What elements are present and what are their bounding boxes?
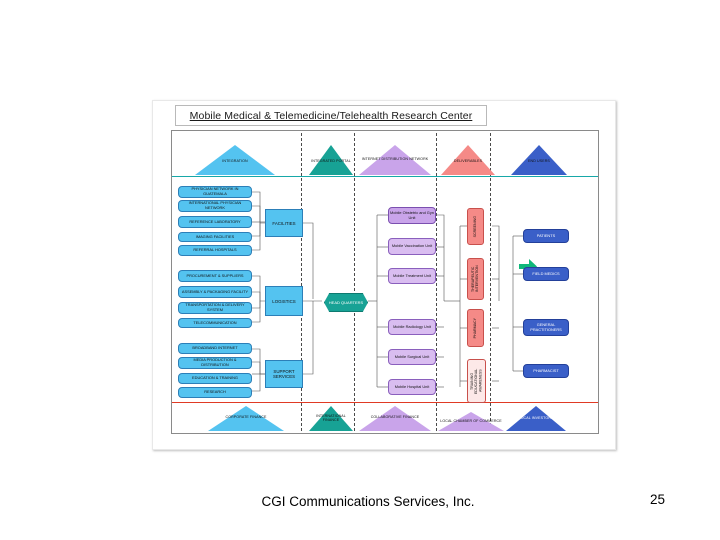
integration-item[interactable]: RESEARCH <box>178 387 252 398</box>
box-label: Mobile Treatment Unit <box>392 272 432 278</box>
box-label: SCREENING <box>473 215 478 238</box>
header-triangle-internet-distribution-network: INTERNET DISTRIBUTION NETWORK <box>359 145 431 175</box>
header-label: INTERNET DISTRIBUTION NETWORK <box>361 157 429 161</box>
footer-label: COLLABORATIVE FINANCE <box>370 415 420 419</box>
integration-item[interactable]: IMAGING FACILITIES <box>178 232 252 242</box>
box-label: FACILITIES <box>272 220 296 226</box>
footer-triangle-collaborative-finance: COLLABORATIVE FINANCE <box>359 406 431 431</box>
lane-divider-1 <box>301 133 302 431</box>
integration-item[interactable]: PHYSICIAN NETWORK IN GUATEMALA <box>178 186 252 198</box>
box-label: Mobile Hospital Unit <box>394 383 430 389</box>
box-label: TELECOMMUNICATION <box>193 319 237 325</box>
box-label: Mobile Vaccination Unit <box>391 243 433 249</box>
mobile-unit[interactable]: Mobile Surgical Unit <box>388 349 436 365</box>
integration-item[interactable]: MEDIA PRODUCTION & DISTRIBUTION <box>178 357 252 369</box>
box-label: MEDIA PRODUCTION & DISTRIBUTION <box>193 357 237 367</box>
box-label: REFERENCE LABORATORY <box>189 218 241 224</box>
box-label: PHARMACY <box>473 317 478 339</box>
box-label: HEAD QUARTERS <box>328 300 364 305</box>
end-user-item[interactable]: PHARMACIST <box>523 364 569 378</box>
footer-triangle-local-chamber-of-commerce: LOCAL CHAMBER OF COMMERCE <box>438 412 504 431</box>
hub-node-support-services[interactable]: SUPPORT SERVICES <box>265 360 303 388</box>
integration-item[interactable]: PROCUREMENT & SUPPLIERS <box>178 270 252 282</box>
box-label: ASSEMBLY & PACKAGING FACILITY <box>181 288 249 294</box>
top-rule <box>172 176 598 177</box>
headquarters-node[interactable]: HEAD QUARTERS <box>324 293 368 312</box>
footer-label: CORPORATE FINANCE <box>225 415 267 419</box>
slide-page-number: 25 <box>650 492 666 507</box>
box-label: Mobile Obstetric and Gyn Unit <box>390 209 434 220</box>
deliverable-item[interactable]: TRAINING EDUCATIONAL AWARENESS <box>467 359 486 403</box>
end-user-item[interactable]: GENERAL PRACTITIONERS <box>523 319 569 336</box>
integration-item[interactable]: TELECOMMUNICATION <box>178 318 252 328</box>
mobile-unit[interactable]: Mobile Obstetric and Gyn Unit <box>388 207 436 224</box>
box-label: PROCUREMENT & SUPPLIERS <box>186 272 244 278</box>
deliverable-item[interactable]: PHARMACY <box>467 309 484 347</box>
footer-triangle-international-finance: INTERNATIONAL FINANCE <box>309 406 353 431</box>
header-triangle-deliverables: DELIVERABLES <box>441 145 495 175</box>
integration-item[interactable]: REFERENCE LABORATORY <box>178 216 252 228</box>
header-triangle-integrated-portal: INTEGRATED PORTAL <box>309 145 353 175</box>
box-label: LOGISTICS <box>272 298 296 304</box>
box-label: INTERNATIONAL PHYSICIAN NETWORK <box>188 200 242 210</box>
lane-divider-3 <box>436 133 437 431</box>
footer-label: LOCAL CHAMBER OF COMMERCE <box>440 419 502 423</box>
hub-node-logistics[interactable]: LOGISTICS <box>265 286 303 316</box>
integration-item[interactable]: BROADBAND INTERNET <box>178 343 252 354</box>
integration-item[interactable]: INTERNATIONAL PHYSICIAN NETWORK <box>178 200 252 212</box>
slide-footer: CGI Communications Services, Inc. <box>261 494 475 509</box>
box-label: THERAPEUTIC INTERVENTION <box>471 265 480 293</box>
footer-triangle-corporate-finance: CORPORATE FINANCE <box>208 406 284 431</box>
deliverable-item[interactable]: SCREENING <box>467 208 484 245</box>
integration-item[interactable]: ASSEMBLY & PACKAGING FACILITY <box>178 286 252 298</box>
box-label: RESEARCH <box>204 389 226 395</box>
mobile-unit[interactable]: Mobile Treatment Unit <box>388 268 436 284</box>
header-triangle-integration: INTEGRATION <box>195 145 275 175</box>
mobile-unit[interactable]: Mobile Hospital Unit <box>388 379 436 395</box>
diagram-title-box: Mobile Medical & Telemedicine/Telehealth… <box>175 105 487 126</box>
lane-divider-4 <box>490 133 491 431</box>
box-label: IMAGING FACILITIES <box>195 233 235 239</box>
box-label: TRAINING EDUCATIONAL AWARENESS <box>470 368 483 394</box>
box-label: FIELD MEDICS <box>532 270 560 276</box>
diagram-panel: Mobile Medical & Telemedicine/Telehealth… <box>152 100 616 450</box>
box-label: PHYSICIAN NETWORK IN GUATEMALA <box>191 186 239 196</box>
integration-item[interactable]: TRANSPORTATION & DELIVERY SYSTEM <box>178 302 252 314</box>
footer-label: INTERNATIONAL FINANCE <box>316 414 346 423</box>
header-label: DELIVERABLES <box>453 158 483 163</box>
header-label: INTEGRATION <box>222 158 248 163</box>
lane-divider-2 <box>354 133 355 431</box>
box-label: REFERRAL HOSPITALS <box>193 247 237 253</box>
header-triangle-end-users: END USERS <box>511 145 567 175</box>
box-label: Mobile Radiology Unit <box>393 323 431 329</box>
hub-node-facilities[interactable]: FACILITIES <box>265 209 303 237</box>
header-label: INTEGRATED PORTAL <box>311 159 351 163</box>
box-label: PATIENTS <box>536 232 556 238</box>
bottom-rule <box>172 402 598 403</box>
box-label: GENERAL PRACTITIONERS <box>530 321 562 332</box>
box-label: PHARMACIST <box>533 367 559 373</box>
footer-label: LOCAL INVESTORS <box>518 416 554 420</box>
diagram-chart-area: INTEGRATION INTEGRATED PORTAL INTERNET D… <box>171 130 599 434</box>
mobile-unit[interactable]: Mobile Radiology Unit <box>388 319 436 335</box>
footer-triangle-local-investors: LOCAL INVESTORS <box>506 406 566 431</box>
header-label: END USERS <box>528 158 550 163</box>
box-label: BROADBAND INTERNET <box>192 345 238 351</box>
box-label: SUPPORT SERVICES <box>272 369 296 379</box>
integration-item[interactable]: EDUCATION & TRAINING <box>178 373 252 384</box>
box-label: TRANSPORTATION & DELIVERY SYSTEM <box>185 302 245 312</box>
integration-item[interactable]: REFERRAL HOSPITALS <box>178 245 252 256</box>
diagram-title: Mobile Medical & Telemedicine/Telehealth… <box>189 109 473 122</box>
end-user-item[interactable]: PATIENTS <box>523 229 569 243</box>
end-user-item[interactable]: FIELD MEDICS <box>523 267 569 281</box>
box-label: Mobile Surgical Unit <box>394 353 430 359</box>
deliverable-item[interactable]: THERAPEUTIC INTERVENTION <box>467 258 484 300</box>
box-label: EDUCATION & TRAINING <box>192 375 238 381</box>
mobile-unit[interactable]: Mobile Vaccination Unit <box>388 238 436 255</box>
